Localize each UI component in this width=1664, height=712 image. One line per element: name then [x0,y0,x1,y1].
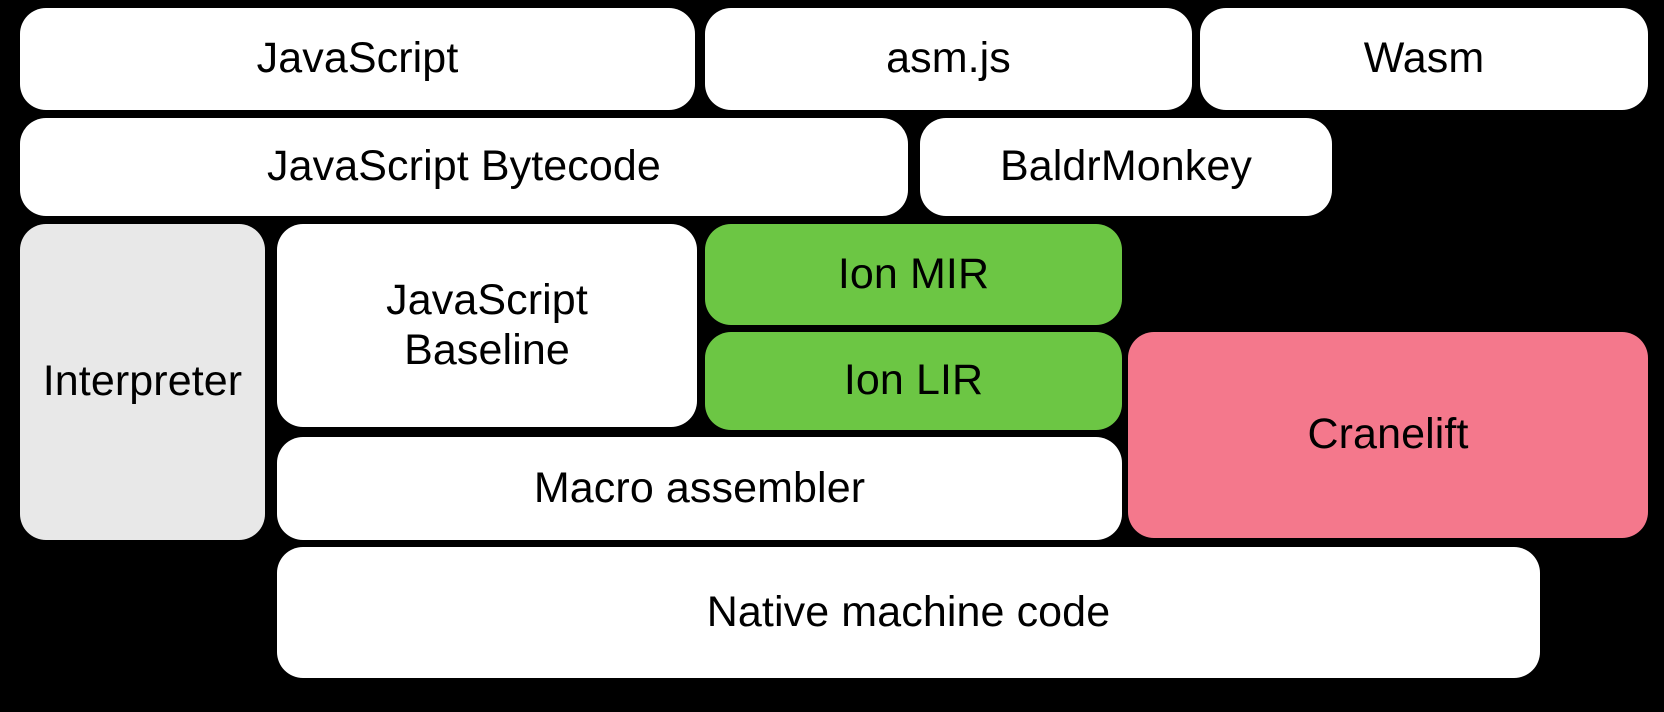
node-interpreter: Interpreter [20,224,265,540]
node-wasm: Wasm [1200,8,1648,110]
node-javascript-bytecode: JavaScript Bytecode [20,118,908,216]
node-javascript: JavaScript [20,8,695,110]
node-ion-mir: Ion MIR [705,224,1122,325]
node-asmjs: asm.js [705,8,1192,110]
node-native-machine-code: Native machine code [277,547,1540,678]
node-baldrmonkey: BaldrMonkey [920,118,1332,216]
node-ion-lir: Ion LIR [705,332,1122,430]
node-cranelift: Cranelift [1128,332,1648,538]
node-javascript-baseline: JavaScript Baseline [277,224,697,427]
node-macro-assembler: Macro assembler [277,437,1122,540]
